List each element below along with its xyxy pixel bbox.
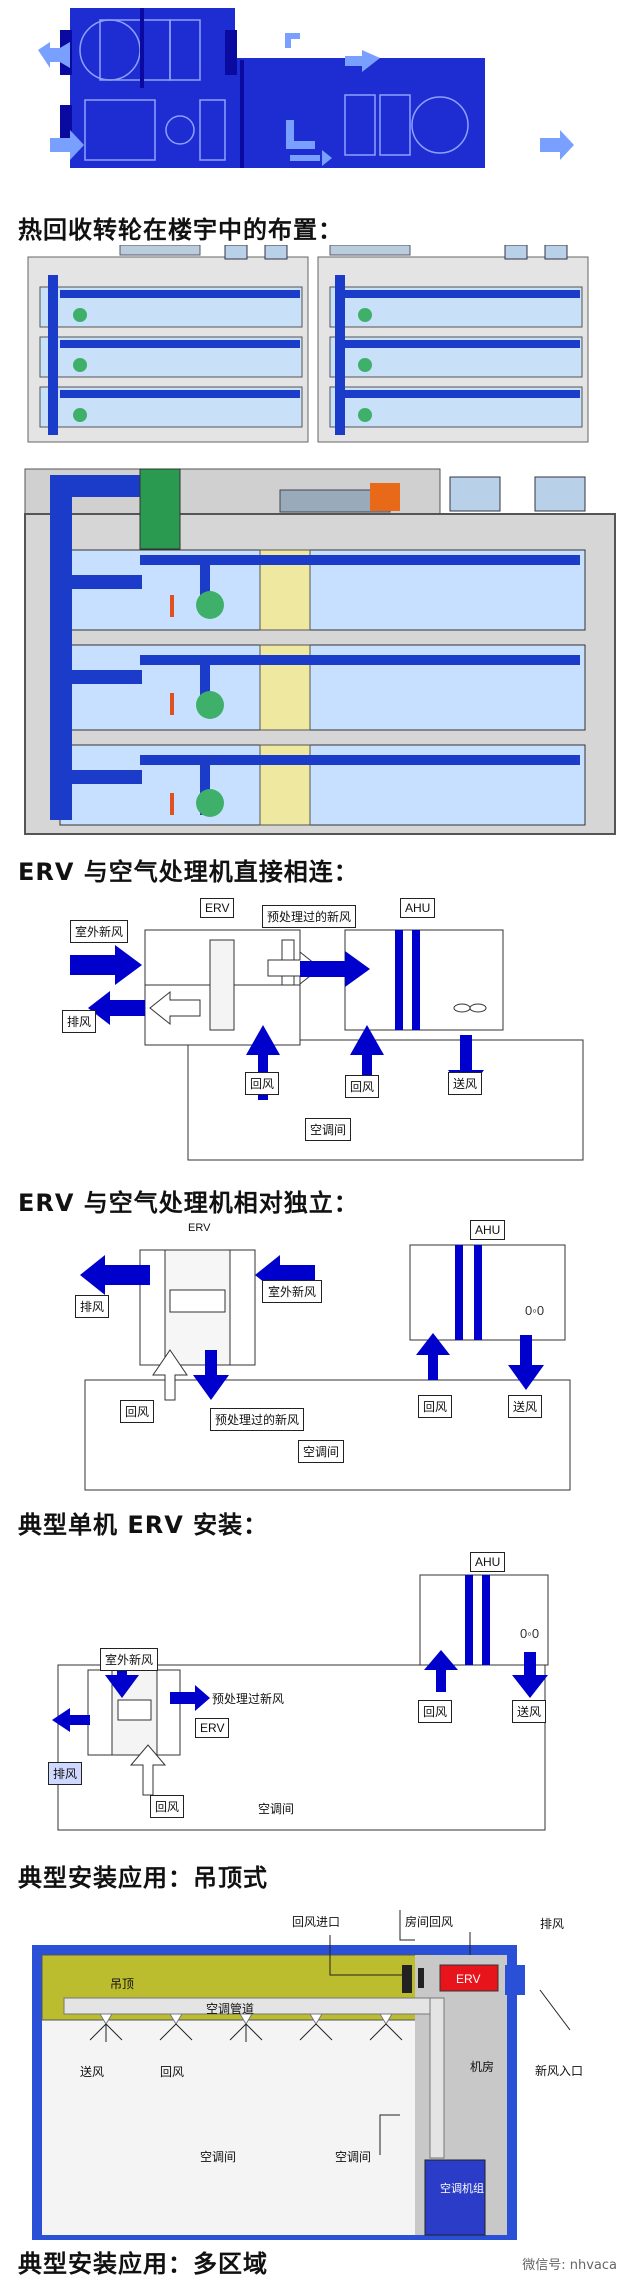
d3-outdoor-air-label: 室外新风 — [262, 1280, 322, 1303]
d2-ahu-label: AHU — [400, 898, 436, 918]
d4-exhaust-label: 排风 — [48, 1762, 83, 1785]
d3-supply-label: 送风 — [508, 1395, 543, 1418]
d5-duct-label: 空调管道 — [206, 2002, 255, 2016]
building-section-diagram — [24, 468, 616, 835]
d2-erv-label: ERV — [200, 898, 235, 918]
erv-independent-diagram: 0◦0 — [80, 1244, 571, 1491]
ceiling-install-diagram — [32, 1910, 571, 2240]
d3-erv-label: ERV — [188, 1222, 211, 1234]
d3-return1-label: 回风 — [120, 1400, 155, 1423]
caption-standalone: 典型单机 ERV 安装： — [18, 1511, 269, 1539]
d2-outdoor-air-label: 室外新风 — [70, 920, 129, 943]
d4-pretreated-label: 预处理过新风 — [212, 1692, 285, 1706]
d5-room2-label: 空调间 — [335, 2150, 372, 2164]
d4-room-label: 空调间 — [258, 1802, 295, 1816]
d3-ahu-label: AHU — [470, 1220, 506, 1240]
d2-exhaust-label: 排风 — [62, 1010, 97, 1033]
svg-text:0◦0: 0◦0 — [525, 1303, 544, 1318]
erv-direct-diagram — [70, 929, 584, 1161]
d5-erv-label: ERV — [456, 1972, 481, 1986]
d2-return1-label: 回风 — [245, 1072, 280, 1095]
d4-return2-label: 回风 — [418, 1700, 453, 1723]
building-layout-diagram — [27, 245, 589, 443]
d5-exhaust-label: 排风 — [540, 1917, 565, 1931]
d5-room-return-label: 房间回风 — [405, 1915, 454, 1929]
d5-fresh-inlet-label: 新风入口 — [535, 2064, 584, 2078]
d5-supply-label: 送风 — [80, 2065, 105, 2079]
svg-text:0◦0: 0◦0 — [520, 1626, 539, 1641]
d5-return-label: 回风 — [160, 2065, 185, 2079]
d5-room1-label: 空调间 — [200, 2150, 237, 2164]
d2-return2-label: 回风 — [345, 1075, 380, 1098]
d3-exhaust-label: 排风 — [75, 1295, 110, 1318]
d5-return-inlet-label: 回风进口 — [292, 1915, 341, 1929]
d4-return1-label: 回风 — [150, 1795, 185, 1818]
d4-ahu-label: AHU — [470, 1552, 506, 1572]
erv-unit-illustration — [38, 8, 574, 168]
d4-erv-label: ERV — [195, 1718, 230, 1738]
d4-supply-label: 送风 — [512, 1700, 547, 1723]
d2-supply-label: 送风 — [448, 1072, 483, 1095]
d4-outdoor-air-label: 室外新风 — [100, 1648, 159, 1671]
d5-unit-label: 空调机组 — [440, 2183, 484, 2195]
d5-machine-room-label: 机房 — [470, 2060, 495, 2074]
erv-standalone-diagram: 0◦0 — [52, 1574, 549, 1831]
watermark: 微信号: nhvaca — [522, 2258, 617, 2273]
caption-ceiling: 典型安装应用：吊顶式 — [18, 1864, 268, 1892]
d3-room-label: 空调间 — [298, 1440, 345, 1463]
caption-direct-connection: ERV 与空气处理机直接相连： — [18, 858, 359, 886]
caption-independent: ERV 与空气处理机相对独立： — [18, 1189, 359, 1217]
d2-room-label: 空调间 — [305, 1118, 352, 1141]
d2-pretreated-label: 预处理过的新风 — [262, 905, 357, 928]
d3-pretreated-label: 预处理过的新风 — [210, 1408, 305, 1431]
d3-return2-label: 回风 — [418, 1395, 453, 1418]
caption-multizone: 典型安装应用：多区域 — [18, 2250, 268, 2278]
d5-ceiling-label: 吊顶 — [110, 1977, 135, 1991]
caption-wheel-layout: 热回收转轮在楼宇中的布置： — [18, 216, 343, 244]
